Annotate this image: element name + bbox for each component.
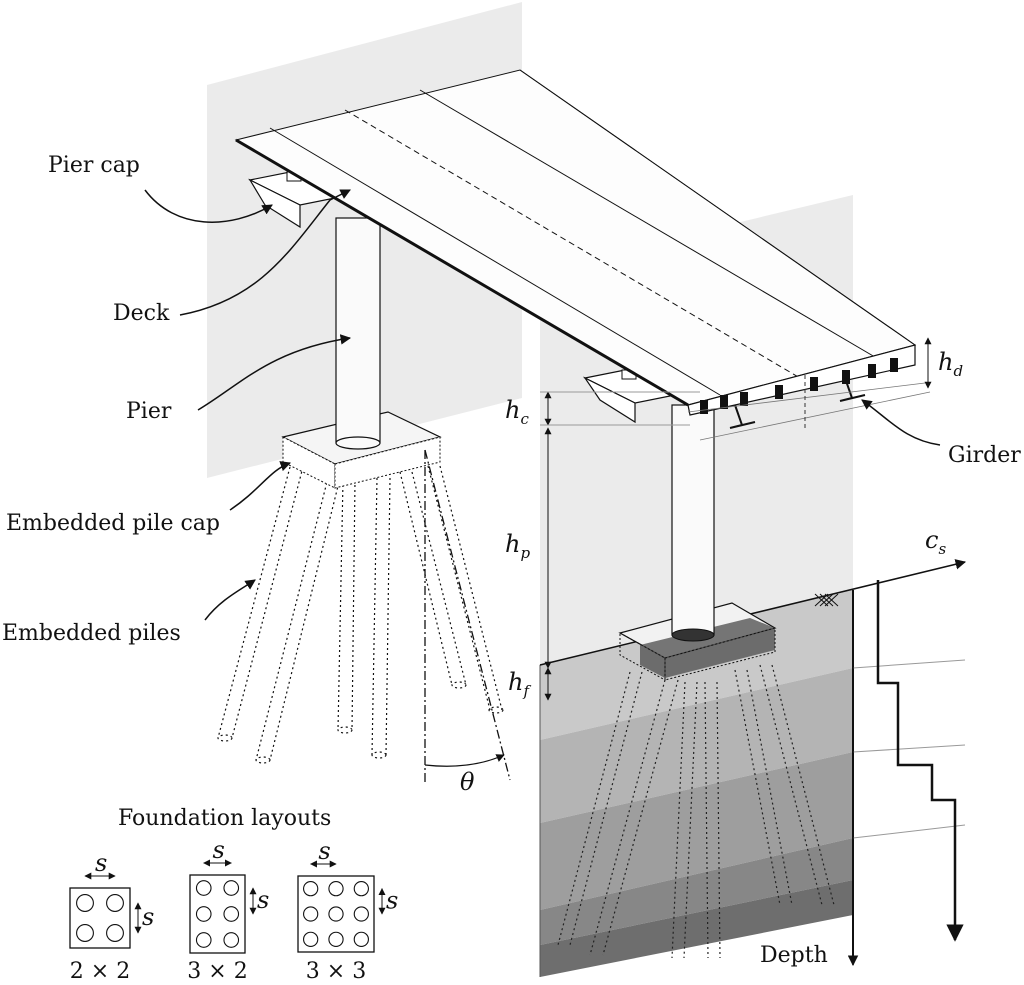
layout-2×2: s s 2 × 2 [69,849,154,984]
foundation-layouts: s s 2 × 2 s s 3 × 2 s s 3 × 3 [69,836,398,984]
symbol-hp: hp [505,530,530,562]
leader-arrows [144,189,941,621]
pile-cap-outline [189,874,246,954]
right-bent [557,367,835,959]
pile-circle [195,906,212,922]
soil-layer [540,880,853,977]
pile-circle [106,894,124,912]
layout-3×2: s s 3 × 2 [187,836,269,984]
velocity-profile [539,559,967,967]
label-embedded-pile-cap: Embedded pile cap [6,511,220,536]
label-pier: Pier [126,399,172,424]
pile-circle [106,924,124,942]
symbol-cs: cs [925,526,946,558]
symbol-hf: hf [508,668,531,700]
pile-circle [76,924,94,942]
spacing-symbol: s [95,849,107,877]
layout-label: 2 × 2 [70,959,130,984]
label-deck: Deck [113,301,170,326]
label-pier-cap: Pier cap [48,153,140,178]
soil-layer [540,752,853,910]
pile-cap-outline [297,875,375,953]
pile-circle [223,932,240,948]
label-foundation-layouts: Foundation layouts [118,806,331,831]
pile-circle [303,881,319,897]
pile-cap-outline [69,887,131,949]
layout-label: 3 × 2 [187,959,247,984]
label-embedded-piles: Embedded piles [2,621,181,646]
spacing-symbol: s [318,837,330,865]
spacing-symbol: s [257,886,269,914]
bridge-deck [234,69,931,441]
symbol-theta: θ [460,768,475,796]
spacing-symbol: s [213,836,225,864]
label-depth: Depth [760,943,828,968]
layout-3×3: s s 3 × 3 [297,837,398,984]
pile-circle [195,932,212,948]
pile-circle [76,894,94,912]
spacing-symbol: s [386,886,398,914]
pile-circle [223,880,240,896]
pile-circle [303,906,319,922]
symbol-hd: hd [938,348,963,380]
pile-circle [328,906,344,922]
pile-circle [353,931,369,947]
pile-circle [328,931,344,947]
label-girder: Girder [948,443,1021,468]
soil-layer [540,668,853,823]
pile-circle [353,906,369,922]
soil-layer [540,838,853,945]
left-bent [217,169,511,785]
layout-label: 3 × 3 [306,959,366,984]
symbol-hc: hc [505,396,529,428]
dimension-lines [540,337,932,701]
pile-circle [195,880,212,896]
spacing-symbol: s [142,903,154,931]
pile-circle [353,881,369,897]
pile-circle [328,881,344,897]
pile-circle [303,931,319,947]
pile-circle [223,906,240,922]
